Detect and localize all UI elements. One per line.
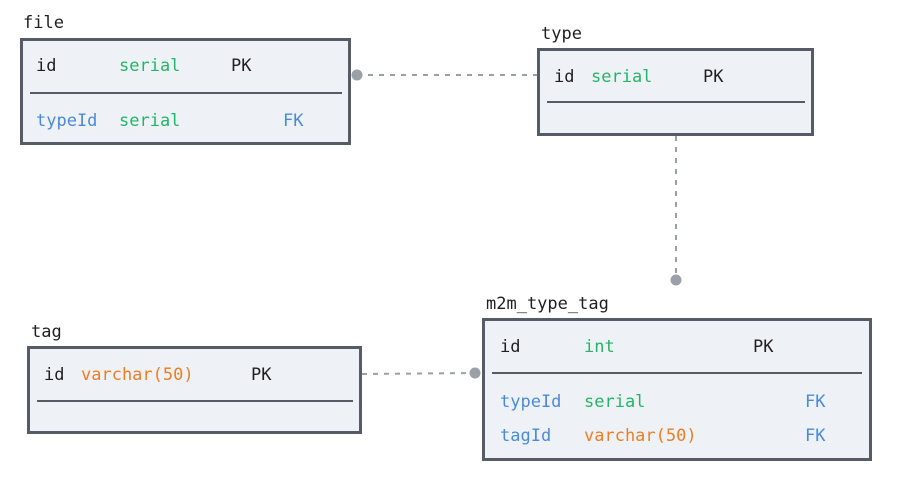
relation-end-dot	[469, 367, 481, 379]
column-name: typeId	[500, 392, 562, 412]
column-type: serial	[591, 67, 653, 87]
column-type: varchar(50)	[584, 426, 697, 446]
relation-end-dot	[670, 274, 682, 286]
column-key: PK	[231, 56, 252, 76]
column-key: FK	[805, 426, 826, 446]
table-file: id serial PK typeId serial FK	[20, 38, 351, 145]
column-type: int	[584, 337, 615, 357]
column-type: varchar(50)	[81, 365, 194, 385]
table-divider	[30, 92, 342, 94]
table-divider	[492, 372, 862, 374]
table-title-file: file	[23, 13, 64, 33]
table-divider	[547, 101, 805, 103]
table-type: id serial PK	[537, 48, 814, 136]
relation-tag-m2m	[361, 372, 476, 375]
table-title-type: type	[541, 24, 582, 44]
table-title-m2m-type-tag: m2m_type_tag	[486, 294, 609, 314]
column-key: FK	[805, 392, 826, 412]
column-type: serial	[119, 56, 181, 76]
column-key: FK	[283, 111, 304, 131]
column-name: tagId	[500, 426, 552, 446]
column-type: serial	[119, 111, 181, 131]
column-name: id	[500, 337, 521, 357]
column-key: PK	[251, 365, 272, 385]
relation-end-dot	[351, 69, 363, 81]
column-name: id	[44, 365, 65, 385]
column-name: id	[36, 56, 57, 76]
column-type: serial	[584, 392, 646, 412]
column-key: PK	[703, 67, 724, 87]
table-title-tag: tag	[31, 322, 62, 342]
column-name: typeId	[36, 111, 98, 131]
column-name: id	[554, 67, 575, 87]
table-divider	[37, 400, 353, 402]
table-m2m-type-tag: id int PK typeId serial FK tagId varchar…	[482, 318, 872, 461]
column-key: PK	[753, 337, 774, 357]
table-tag: id varchar(50) PK	[27, 346, 362, 434]
